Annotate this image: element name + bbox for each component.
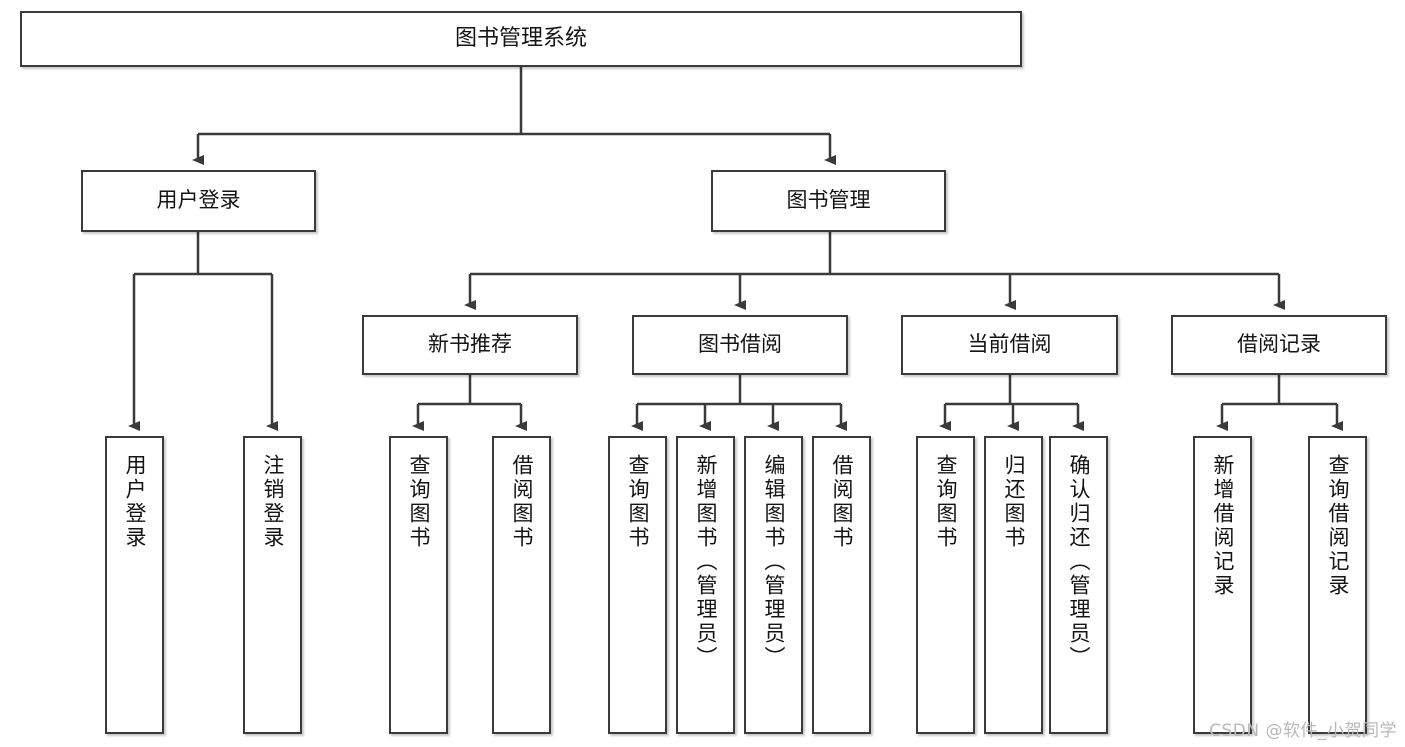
node-current-borrow[interactable]: 当前借阅 bbox=[901, 315, 1118, 375]
leaf-add-record-label: 新增借阅记录 bbox=[1211, 454, 1235, 598]
leaf-return-book[interactable]: 归还图书 bbox=[984, 436, 1043, 734]
leaf-logout-login-label: 注销登录 bbox=[261, 454, 285, 550]
node-root-label: 图书管理系统 bbox=[454, 25, 587, 51]
leaf-edit-book[interactable]: 编辑图书（管理员） bbox=[744, 436, 803, 734]
leaf-query-record[interactable]: 查询借阅记录 bbox=[1308, 436, 1367, 734]
leaf-user-login[interactable]: 用户登录 bbox=[105, 436, 164, 734]
node-user-login[interactable]: 用户登录 bbox=[81, 170, 316, 232]
leaf-confirm-return-label: 确认归还（管理员） bbox=[1067, 454, 1091, 670]
node-book-borrow-label: 图书借阅 bbox=[698, 332, 782, 357]
node-borrow-record[interactable]: 借阅记录 bbox=[1171, 315, 1387, 375]
leaf-confirm-return[interactable]: 确认归还（管理员） bbox=[1049, 436, 1108, 734]
watermark: CSDN @软件_小贺同学 bbox=[1209, 721, 1397, 741]
leaf-query-book-2[interactable]: 查询图书 bbox=[608, 436, 667, 734]
leaf-borrow-book-2-label: 借阅图书 bbox=[830, 454, 854, 550]
node-new-book-recommend-label: 新书推荐 bbox=[428, 332, 512, 357]
node-book-management[interactable]: 图书管理 bbox=[711, 170, 946, 232]
leaf-add-record[interactable]: 新增借阅记录 bbox=[1193, 436, 1252, 734]
node-user-login-label: 用户登录 bbox=[156, 188, 241, 213]
node-current-borrow-label: 当前借阅 bbox=[967, 332, 1052, 357]
leaf-query-book-3[interactable]: 查询图书 bbox=[916, 436, 975, 734]
leaf-query-book-1-label: 查询图书 bbox=[407, 454, 431, 550]
leaf-borrow-book-2[interactable]: 借阅图书 bbox=[812, 436, 871, 734]
leaf-add-book[interactable]: 新增图书（管理员） bbox=[676, 436, 735, 734]
leaf-edit-book-label: 编辑图书（管理员） bbox=[762, 454, 786, 670]
leaf-return-book-label: 归还图书 bbox=[1002, 454, 1026, 550]
node-borrow-record-label: 借阅记录 bbox=[1237, 332, 1321, 357]
leaf-borrow-book-1[interactable]: 借阅图书 bbox=[492, 436, 551, 734]
node-book-borrow[interactable]: 图书借阅 bbox=[632, 315, 848, 375]
leaf-add-book-label: 新增图书（管理员） bbox=[694, 454, 718, 670]
leaf-query-book-1[interactable]: 查询图书 bbox=[389, 436, 448, 734]
leaf-logout-login[interactable]: 注销登录 bbox=[243, 436, 302, 734]
leaf-query-book-3-label: 查询图书 bbox=[934, 454, 958, 550]
node-book-management-label: 图书管理 bbox=[786, 188, 871, 213]
leaf-query-record-label: 查询借阅记录 bbox=[1326, 454, 1350, 598]
leaf-query-book-2-label: 查询图书 bbox=[626, 454, 650, 550]
node-root[interactable]: 图书管理系统 bbox=[20, 11, 1022, 67]
node-new-book-recommend[interactable]: 新书推荐 bbox=[362, 315, 578, 375]
leaf-user-login-label: 用户登录 bbox=[123, 454, 147, 550]
leaf-borrow-book-1-label: 借阅图书 bbox=[510, 454, 534, 550]
